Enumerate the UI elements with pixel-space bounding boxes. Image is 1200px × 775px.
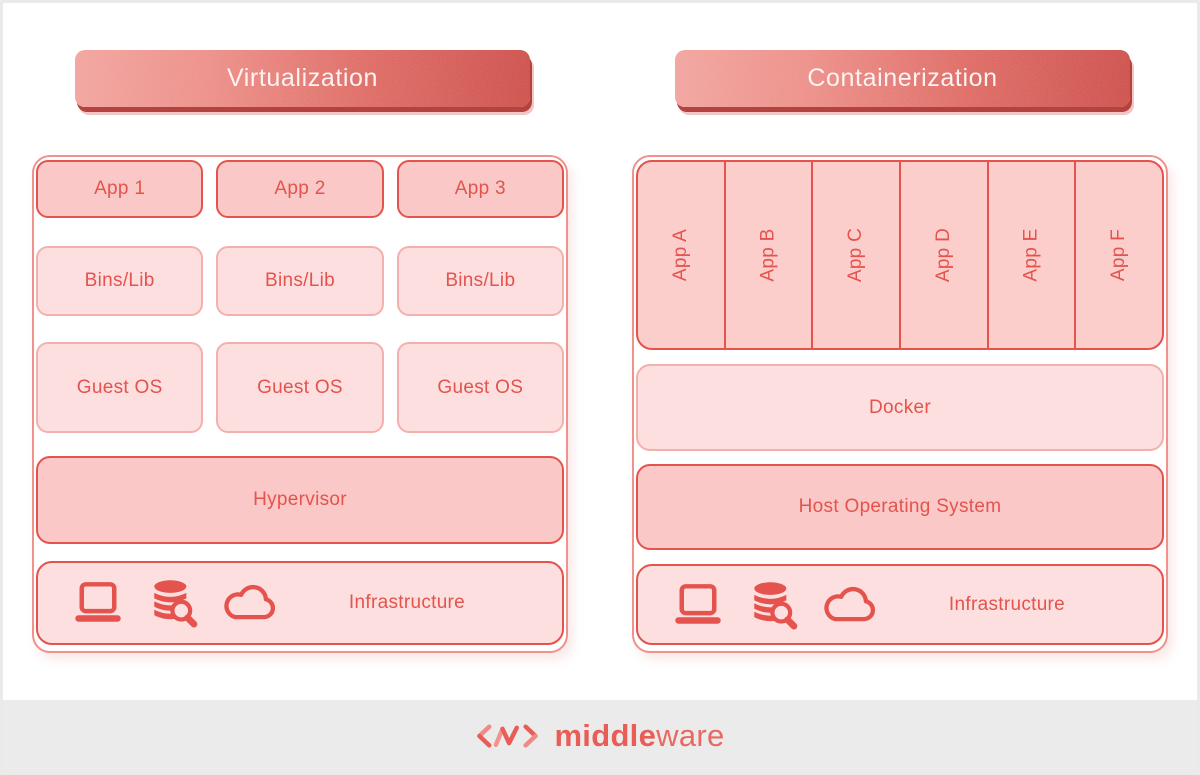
database-search-icon [745, 580, 799, 630]
container-app-cell: App A [638, 162, 724, 348]
container-app-label: App A [669, 228, 691, 282]
container-app-cell: App C [811, 162, 899, 348]
vm-guestos-row: Guest OS Guest OS Guest OS [36, 342, 564, 433]
container-apps-block: App A App B App C App D App E App F [636, 160, 1164, 350]
host-os-label: Host Operating System [798, 496, 1002, 517]
containerization-panel: App A App B App C App D App E App F Dock… [632, 155, 1168, 653]
vm-bins-box: Bins/Lib [396, 246, 564, 316]
vm-guestos-box: Guest OS [396, 342, 564, 433]
laptop-icon [672, 582, 724, 628]
container-app-cell: App D [899, 162, 987, 348]
container-app-cell: App B [723, 162, 812, 348]
brand-wordmark: middleware [554, 718, 724, 754]
host-os-box: Host Operating System [636, 464, 1164, 550]
brand-word-light: ware [656, 718, 725, 753]
virtualization-panel: App 1 App 2 App 3 Bins/Lib Bins/Lib Bins… [32, 155, 568, 653]
hypervisor-box: Hypervisor [36, 456, 564, 544]
container-infrastructure-box: Infrastructure [636, 564, 1164, 645]
container-app-label: App B [757, 228, 779, 282]
vm-infrastructure-box: Infrastructure [36, 561, 564, 645]
vm-guestos-box: Guest OS [216, 342, 384, 433]
database-search-icon [145, 578, 199, 628]
container-app-label: App D [932, 227, 954, 283]
vm-bins-box: Bins/Lib [216, 246, 384, 316]
containerization-banner: Containerization [675, 50, 1130, 107]
vm-app-label: App 2 [274, 178, 326, 199]
vm-app-box: App 1 [36, 160, 204, 218]
vm-guestos-box: Guest OS [36, 342, 204, 433]
containerization-title: Containerization [807, 64, 998, 92]
virtualization-title: Virtualization [226, 64, 379, 92]
middleware-logo: middleware [475, 715, 724, 757]
vm-guestos-label: Guest OS [257, 376, 343, 398]
vm-bins-box: Bins/Lib [36, 246, 204, 316]
vm-apps-row: App 1 App 2 App 3 [36, 160, 564, 218]
container-app-cell: App E [986, 162, 1075, 348]
vm-bins-label: Bins/Lib [84, 270, 155, 291]
vm-guestos-label: Guest OS [76, 376, 163, 398]
vm-bins-label: Bins/Lib [445, 270, 516, 291]
container-app-label: App E [1020, 228, 1042, 282]
cloud-icon [820, 585, 878, 625]
hypervisor-label: Hypervisor [253, 489, 347, 510]
brand-word-bold: middle [554, 718, 657, 753]
vm-infrastructure-label: Infrastructure [348, 592, 466, 613]
vm-app-label: App 3 [454, 178, 506, 199]
docker-label: Docker [869, 396, 931, 418]
cloud-icon [220, 583, 278, 623]
vm-guestos-label: Guest OS [437, 376, 524, 398]
laptop-icon [72, 580, 124, 626]
container-app-label: App C [845, 227, 867, 283]
infrastructure-icons [672, 580, 878, 630]
vm-app-label: App 1 [94, 178, 146, 199]
virtualization-banner: Virtualization [75, 50, 530, 107]
docker-box: Docker [636, 364, 1164, 451]
vm-bins-row: Bins/Lib Bins/Lib Bins/Lib [36, 246, 564, 316]
container-infrastructure-label: Infrastructure [948, 593, 1066, 615]
vm-app-box: App 3 [396, 160, 564, 218]
code-brackets-logo-icon [475, 715, 541, 757]
vm-app-box: App 2 [216, 160, 384, 218]
container-app-cell: App F [1074, 162, 1162, 348]
footer: middleware [3, 700, 1197, 772]
vm-bins-label: Bins/Lib [264, 270, 335, 291]
infrastructure-icons [72, 578, 278, 628]
container-app-label: App F [1108, 228, 1130, 282]
